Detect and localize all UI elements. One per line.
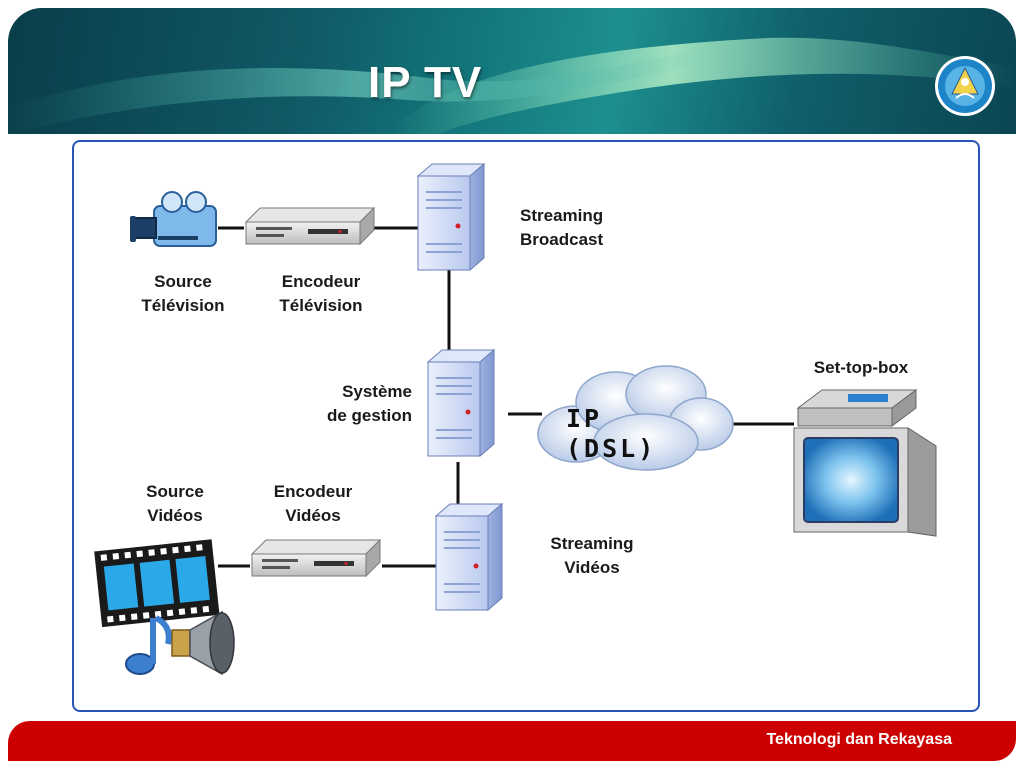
label-encoder-television: Encodeur Télévision bbox=[279, 272, 363, 315]
label-encoder-video: Encodeur Vidéos bbox=[273, 482, 353, 525]
server-tower-icon-broadcast bbox=[417, 163, 485, 271]
connection-lines bbox=[218, 226, 794, 568]
label-management-system: Système de gestion bbox=[326, 382, 412, 425]
film-strip-speaker-icon bbox=[94, 539, 235, 676]
header-glow-decoration bbox=[8, 37, 1016, 134]
label-streaming-broadcast: Streaming Broadcast bbox=[520, 206, 604, 249]
label-set-top-box: Set-top-box bbox=[813, 358, 909, 377]
server-tower-icon-video bbox=[435, 503, 503, 611]
server-tower-icon-management bbox=[427, 349, 495, 457]
page-title: IP TV bbox=[368, 58, 483, 107]
video-camera-icon bbox=[130, 191, 217, 247]
label-streaming-video: Streaming Vidéos bbox=[550, 534, 634, 577]
cloud-icon bbox=[537, 365, 734, 471]
encoder-device-icon-tv bbox=[245, 207, 375, 245]
tv-with-set-top-box-icon bbox=[793, 389, 937, 537]
header-banner: IP TV bbox=[8, 8, 1016, 134]
label-ip-dsl: IP (DSL) bbox=[566, 404, 657, 463]
label-source-television: Source Télévision bbox=[141, 272, 225, 315]
tut-wuri-handayani-emblem-icon bbox=[935, 56, 995, 116]
footer-bar: Teknologi dan Rekayasa bbox=[8, 721, 1016, 761]
encoder-device-icon-video bbox=[251, 539, 381, 577]
label-source-video: Source Vidéos bbox=[146, 482, 204, 525]
footer-text: Teknologi dan Rekayasa bbox=[766, 731, 952, 748]
iptv-architecture-diagram bbox=[94, 163, 937, 676]
